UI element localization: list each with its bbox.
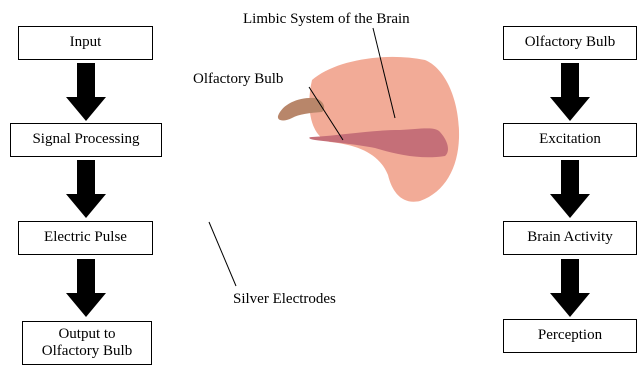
down-arrow-icon (550, 160, 590, 218)
right-arrow-3 (550, 259, 590, 319)
right-step-brain-activity: Brain Activity (503, 221, 637, 255)
right-step-perception-label: Perception (538, 327, 602, 344)
left-step-input-label: Input (70, 34, 102, 51)
right-step-brain-activity-label: Brain Activity (527, 229, 612, 246)
right-step-olfactory-bulb: Olfactory Bulb (503, 26, 637, 60)
left-step-signal-processing: Signal Processing (10, 123, 162, 157)
left-step-signal-processing-label: Signal Processing (32, 131, 139, 148)
olfactory-bulb-label: Olfactory Bulb (193, 72, 283, 87)
left-step-output: Output to Olfactory Bulb (22, 321, 152, 365)
right-arrow-1 (550, 63, 590, 123)
down-arrow-icon (66, 259, 106, 317)
silver-electrodes-label: Silver Electrodes (233, 292, 336, 307)
down-arrow-icon (66, 160, 106, 218)
left-step-electric-pulse-label: Electric Pulse (44, 229, 127, 246)
left-step-electric-pulse: Electric Pulse (18, 221, 153, 255)
left-arrow-2 (66, 160, 106, 220)
down-arrow-icon (550, 63, 590, 121)
left-arrow-3 (66, 259, 106, 319)
right-step-excitation-label: Excitation (539, 131, 601, 148)
electrode-leader-line (209, 222, 236, 286)
limbic-system-label: Limbic System of the Brain (243, 12, 410, 27)
down-arrow-icon (66, 63, 106, 121)
right-arrow-2 (550, 160, 590, 220)
limbic-system-shape (309, 57, 459, 202)
right-step-olfactory-bulb-label: Olfactory Bulb (525, 34, 615, 51)
left-arrow-1 (66, 63, 106, 123)
right-step-perception: Perception (503, 319, 637, 353)
left-step-output-label: Output to Olfactory Bulb (42, 326, 132, 361)
left-step-input: Input (18, 26, 153, 60)
down-arrow-icon (550, 259, 590, 317)
right-step-excitation: Excitation (503, 123, 637, 157)
